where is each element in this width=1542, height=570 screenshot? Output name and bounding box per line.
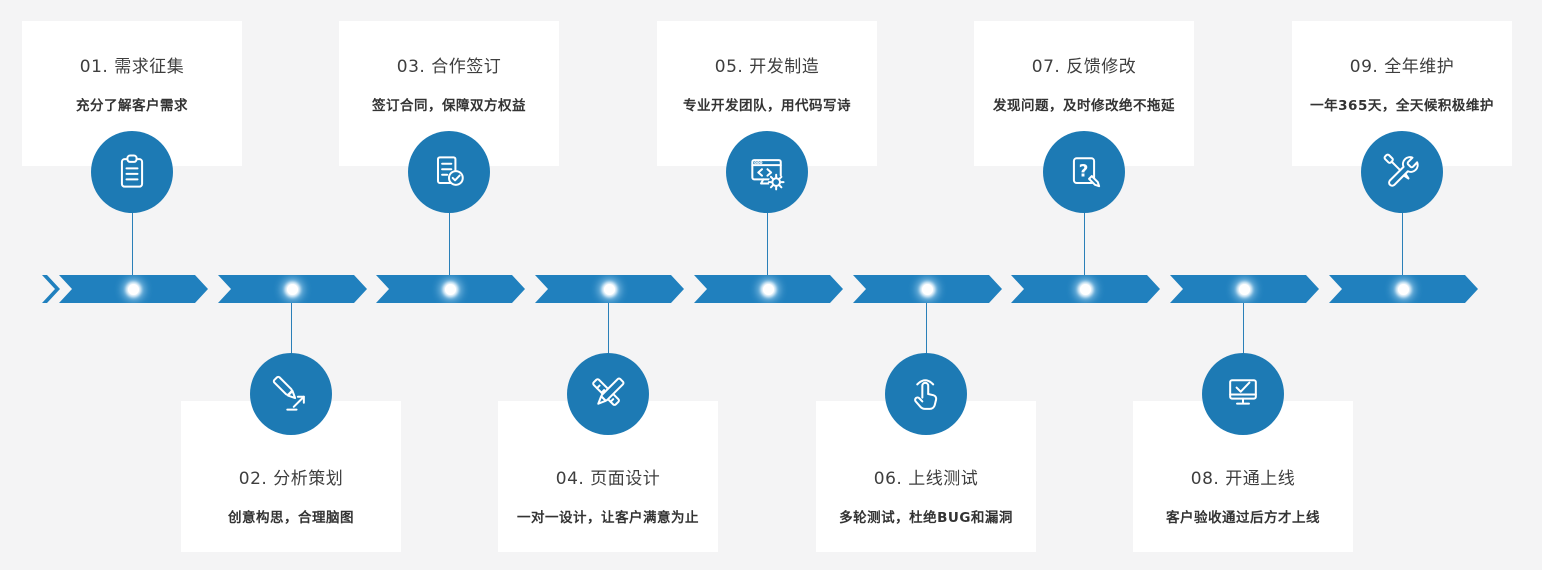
timeline-arrow-segment <box>1011 275 1160 303</box>
connector-line <box>132 212 133 290</box>
step-subtitle: 创意构思，合理脑图 <box>228 510 354 526</box>
timeline-arrow-segment <box>376 275 525 303</box>
timeline-arrow-segment <box>1329 275 1478 303</box>
timeline-arrow-segment <box>694 275 843 303</box>
timeline-dot <box>922 284 933 295</box>
wrench-screwdriver-icon <box>1361 131 1443 213</box>
timeline-dot <box>1239 284 1250 295</box>
connector-line <box>1084 212 1085 290</box>
timeline-dot <box>287 284 298 295</box>
step-title: 03. 合作签订 <box>396 57 502 77</box>
connector-line <box>926 289 927 355</box>
timeline-arrow-segment <box>1170 275 1319 303</box>
timeline-arrow-segment <box>218 275 367 303</box>
timeline-dot <box>445 284 456 295</box>
step-subtitle: 发现问题，及时修改绝不拖延 <box>993 98 1175 114</box>
step-subtitle: 一年365天，全天候积极维护 <box>1310 98 1494 114</box>
step-subtitle: 签订合同，保障双方权益 <box>372 98 526 114</box>
connector-line <box>291 289 292 355</box>
timeline-dot <box>763 284 774 295</box>
pencil-chart-icon <box>250 353 332 435</box>
timeline-lead-chevron <box>42 275 60 303</box>
timeline-arrow-segment <box>535 275 684 303</box>
step-title: 02. 分析策划 <box>238 469 344 489</box>
connector-line <box>449 212 450 290</box>
timeline-dot <box>128 284 139 295</box>
timeline-arrow-segment <box>59 275 208 303</box>
tap-finger-icon <box>885 353 967 435</box>
clipboard-icon <box>91 131 173 213</box>
question-note-pencil-icon: ? <box>1043 131 1125 213</box>
step-subtitle: 专业开发团队，用代码写诗 <box>683 98 851 114</box>
step-title: 08. 开通上线 <box>1190 469 1296 489</box>
step-title: 05. 开发制造 <box>714 57 820 77</box>
connector-line <box>767 212 768 290</box>
step-title: 09. 全年维护 <box>1349 57 1455 77</box>
step-title: 07. 反馈修改 <box>1031 57 1137 77</box>
ruler-pencil-icon <box>567 353 649 435</box>
svg-text:?: ? <box>1079 162 1089 181</box>
step-card: 09. 全年维护 一年365天，全天候积极维护 <box>1292 21 1512 166</box>
timeline-arrow-segment <box>853 275 1002 303</box>
timeline-dot <box>1080 284 1091 295</box>
monitor-check-icon <box>1202 353 1284 435</box>
step-title: 06. 上线测试 <box>873 469 979 489</box>
step-title: 01. 需求征集 <box>79 57 185 77</box>
timeline-dot <box>1398 284 1409 295</box>
connector-line <box>608 289 609 355</box>
step-subtitle: 充分了解客户需求 <box>76 98 188 114</box>
connector-line <box>1402 212 1403 290</box>
step-card: 07. 反馈修改 发现问题，及时修改绝不拖延 <box>974 21 1194 166</box>
step-subtitle: 多轮测试，杜绝BUG和漏洞 <box>839 510 1013 526</box>
step-subtitle: 客户验收通过后方才上线 <box>1166 510 1320 526</box>
step-subtitle: 一对一设计，让客户满意为止 <box>517 510 699 526</box>
connector-line <box>1243 289 1244 355</box>
contract-check-icon <box>408 131 490 213</box>
step-title: 04. 页面设计 <box>555 469 661 489</box>
timeline-dot <box>604 284 615 295</box>
code-window-gear-icon <box>726 131 808 213</box>
